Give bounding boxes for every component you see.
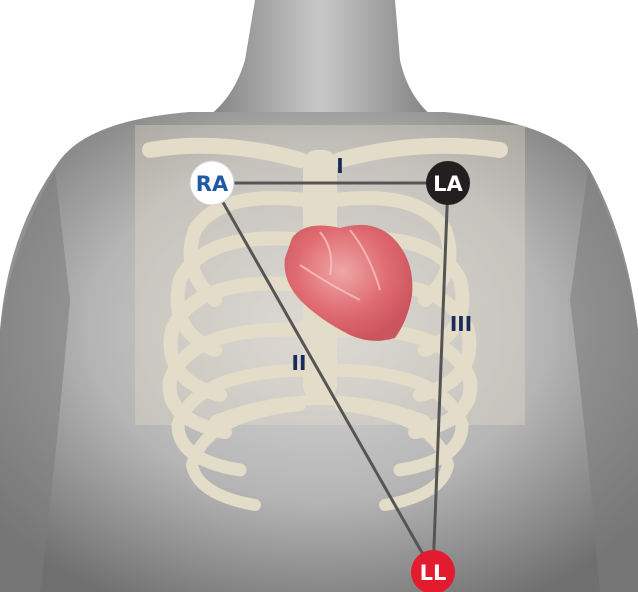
electrode-ll-label: LL [420,561,447,585]
lead-i-label: I [336,154,343,178]
lead-iii-label: III [450,312,472,336]
electrode-la-label: LA [433,172,463,196]
electrode-la: LA [426,161,470,205]
neck [195,0,445,125]
electrode-ra: RA [190,161,234,205]
electrode-ra-label: RA [196,172,229,196]
lead-ii-label: II [292,351,307,375]
electrode-ll: LL [411,550,455,592]
